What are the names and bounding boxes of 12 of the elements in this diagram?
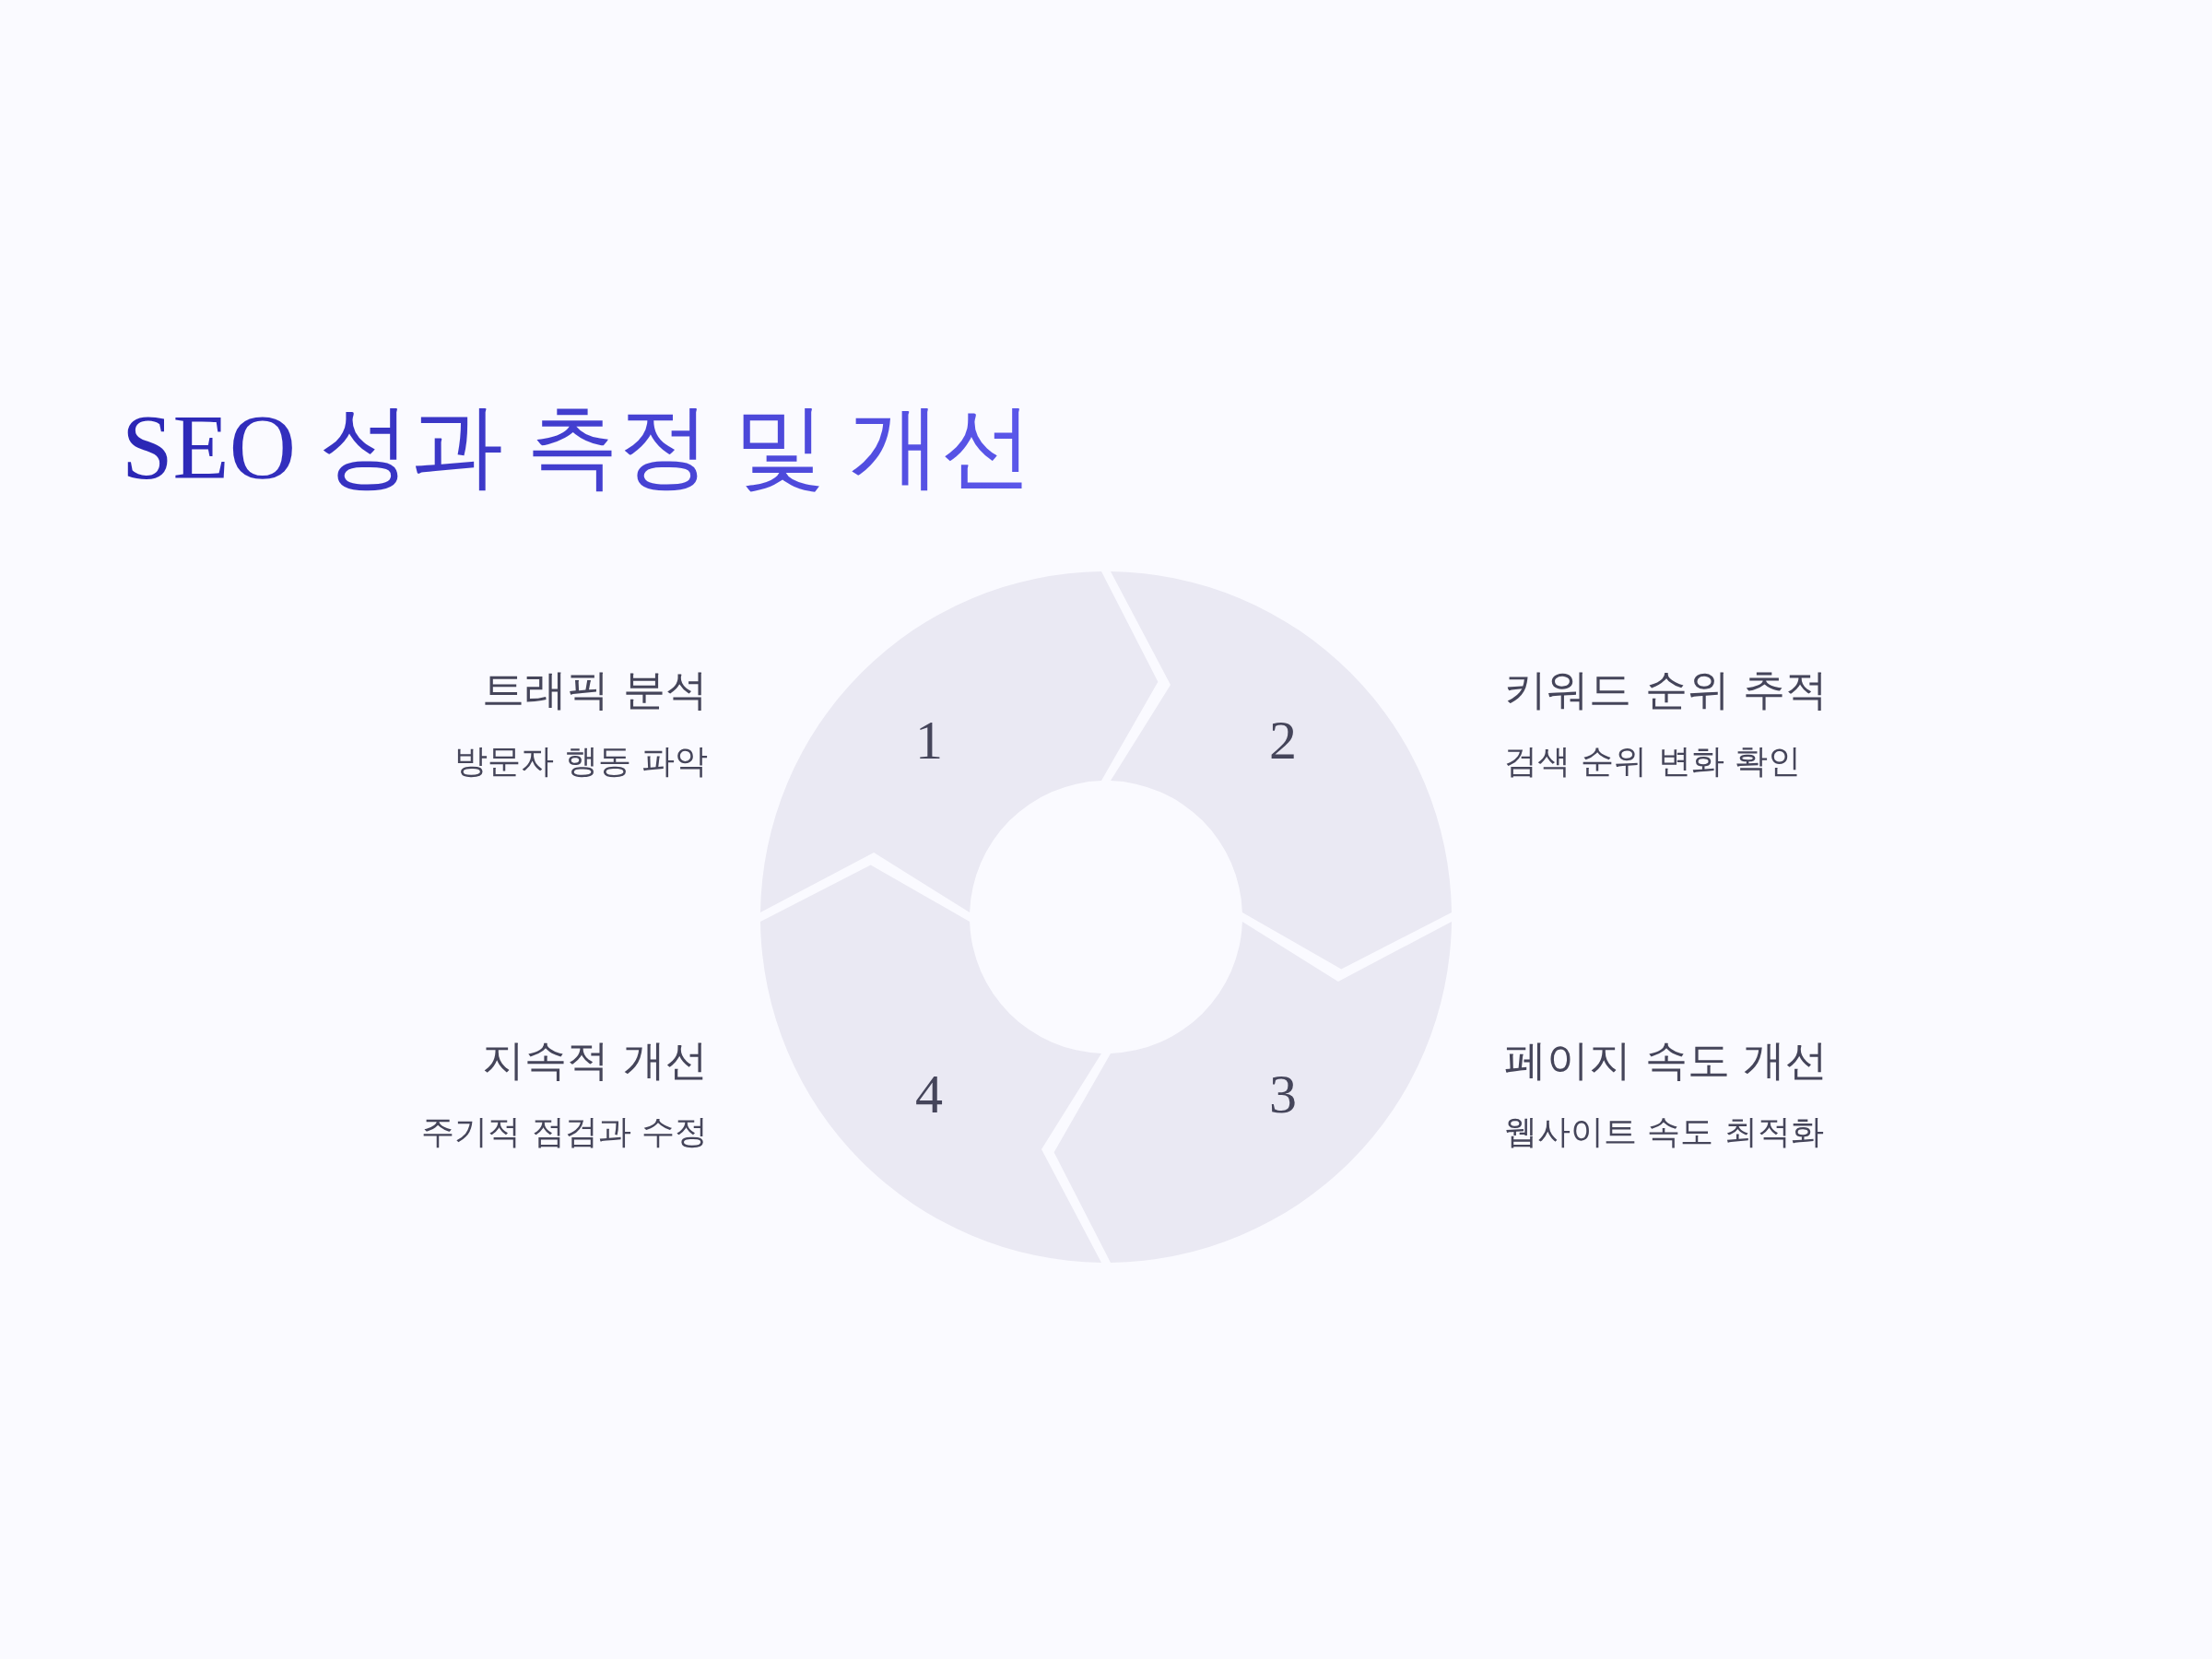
step-number: 1: [915, 710, 943, 771]
step-description: 검색 순위 변화 확인: [1504, 741, 1802, 782]
step-title: 지속적 개선: [482, 1034, 708, 1087]
step-title: 키워드 순위 추적: [1504, 664, 1829, 716]
step-description: 방문자 행동 파악: [454, 741, 708, 782]
step-title: 페이지 속도 개선: [1504, 1034, 1829, 1087]
step-number: 2: [1269, 710, 1297, 771]
step-description: 주기적 점검과 수정: [421, 1112, 708, 1152]
step-description: 웹사이트 속도 최적화: [1504, 1112, 1824, 1152]
step-number: 4: [915, 1064, 943, 1124]
step-title: 트래픽 분석: [482, 664, 708, 716]
step-number: 3: [1269, 1064, 1297, 1124]
